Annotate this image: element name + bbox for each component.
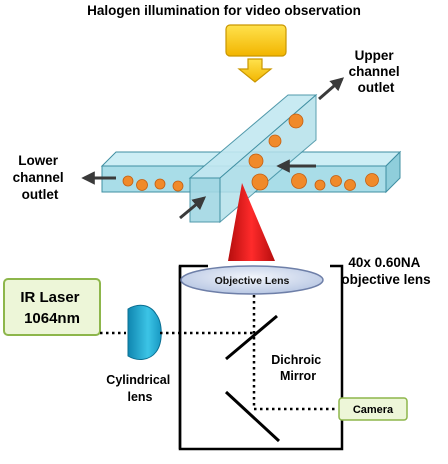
particle [330,175,342,187]
dichroic-mirrors [224,314,281,443]
particle [344,179,356,191]
upper-outlet-label: Upper channel outlet [349,48,404,95]
microscope-housing [178,264,344,451]
dichroic-mirror-label: Dichroic Mirror [271,353,325,383]
upper-outlet-arrow-icon [318,77,345,101]
objective-spec-label: 40x 0.60NA objective lens [341,255,430,287]
particles [122,113,379,192]
flow-arrows [81,77,345,220]
objective-lens-label: Objective Lens [215,275,290,287]
particle [288,113,304,129]
particle [251,173,269,191]
particle [314,179,326,191]
particle [365,173,379,187]
inlet-diagonal-arrow-icon [179,196,207,220]
title: Halogen illumination for video observati… [87,3,361,18]
particle [154,178,166,190]
particle [136,179,148,191]
halogen-arrow-icon [237,58,273,83]
particle [248,153,264,169]
particle [172,180,184,192]
dichroic-mirror-lower [224,390,281,443]
camera-box [338,397,408,421]
lower-outlet-label: Lower channel outlet [13,153,68,202]
laser-beam [228,183,275,261]
particle [268,134,282,148]
cylindrical-lens [127,304,162,360]
particle [122,175,134,187]
dichroic-mirror-upper [225,314,278,361]
cylindrical-lens-label: Cylindrical lens [106,373,173,404]
optical-paths [100,295,338,411]
objective-lens [180,265,324,295]
ir-laser-label: IR Laser 1064nm [20,289,83,327]
ir-laser-box [3,278,101,336]
camera-label: Camera [353,404,394,416]
particle [291,173,307,189]
halogen-lamp [225,24,287,57]
